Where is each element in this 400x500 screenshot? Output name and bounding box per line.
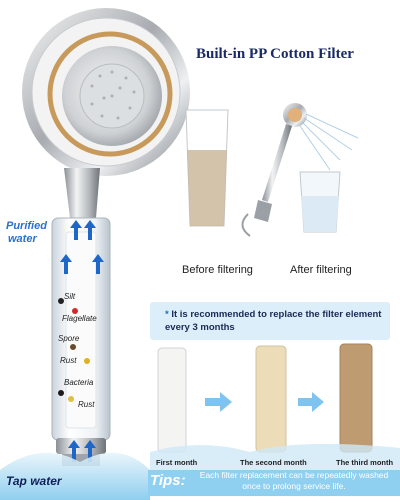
recommendation-text: It is recommended to replace the filter … <box>165 309 382 333</box>
recommendation-bullet: * <box>165 309 169 320</box>
contaminant-dot <box>84 358 90 364</box>
contaminant-dot <box>68 396 74 402</box>
contaminant-label: Rust <box>78 400 95 409</box>
contaminant-dot <box>72 308 78 314</box>
contaminant-dot <box>58 390 64 396</box>
contaminant-label: Rust <box>60 356 77 365</box>
tap-water-label: Tap water <box>6 474 62 488</box>
recommendation-banner <box>150 302 390 340</box>
contaminant-dot <box>58 298 64 304</box>
filter-month-label: The third month <box>336 458 394 467</box>
contaminant-label: Bacteria <box>64 378 94 387</box>
after-filtering-caption: After filtering <box>290 264 352 276</box>
filter-month-label: First month <box>156 458 198 467</box>
purified-label-line1: Purified <box>6 220 47 232</box>
tips-bar <box>148 470 400 496</box>
recommendation-text-block: * It is recommended to replace the filte… <box>165 308 390 334</box>
purified-label-line2: water <box>8 233 37 245</box>
contaminant-label: Silt <box>64 292 76 301</box>
contaminant-dot <box>70 344 76 350</box>
contaminant-label: Spore <box>58 334 80 343</box>
tips-label: Tips: <box>150 472 186 489</box>
filter-month-label: The second month <box>240 458 307 467</box>
tips-text: Each filter replacement can be repeatedl… <box>199 470 389 491</box>
before-filtering-caption: Before filtering <box>182 264 253 276</box>
headline: Built-in PP Cotton Filter <box>196 46 354 62</box>
contaminant-label: Flagellate <box>62 314 97 323</box>
